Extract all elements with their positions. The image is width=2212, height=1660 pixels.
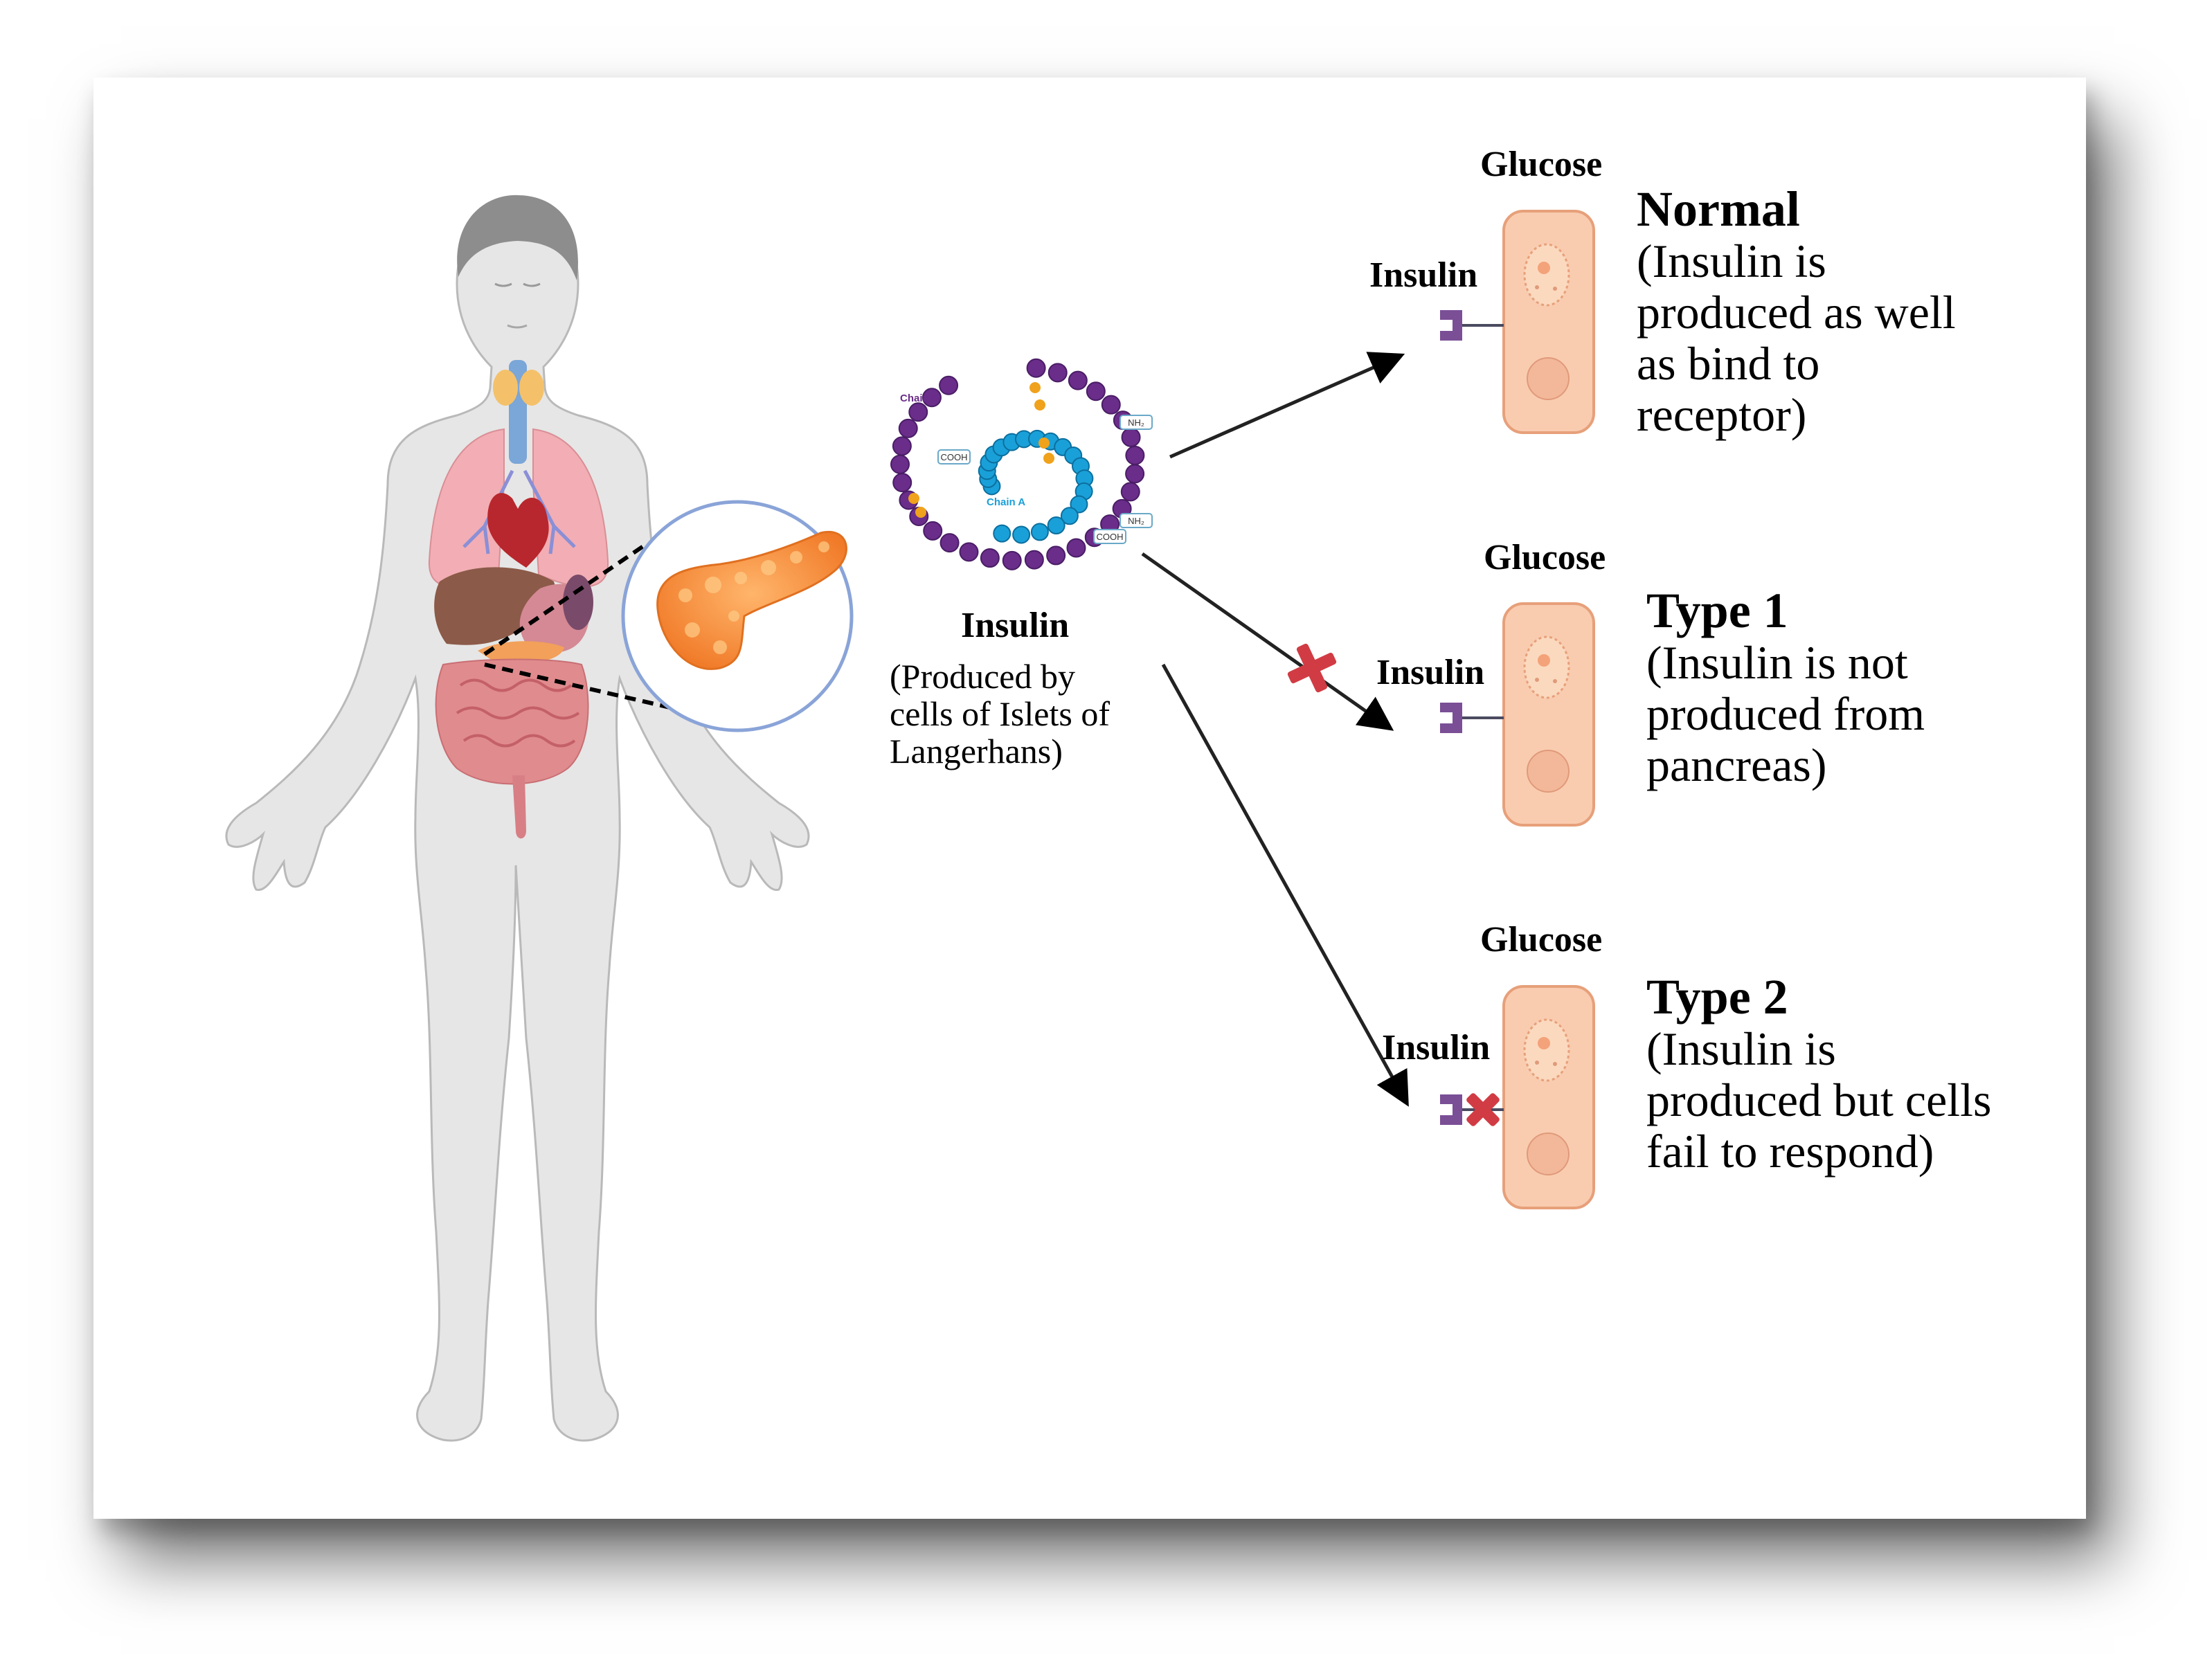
chain-a-residue bbox=[1012, 525, 1031, 544]
description-line: (Produced by bbox=[890, 657, 1075, 696]
description-line: produced as well bbox=[1637, 286, 1956, 339]
chain-b-residue bbox=[921, 388, 942, 408]
disulfide-bond bbox=[908, 493, 919, 504]
chain-b-residue bbox=[1125, 464, 1145, 484]
insulin-molecule: COOH COOH NH₂ NH₂ bbox=[890, 358, 1153, 570]
insulin-receptor-icon bbox=[1440, 1094, 1462, 1125]
type2-block-x-icon bbox=[1466, 1093, 1500, 1126]
heading-normal: Normal bbox=[1637, 181, 1800, 237]
description-line: (Insulin is not bbox=[1646, 636, 1908, 689]
glucose-label-type2: Glucose bbox=[1480, 920, 1603, 959]
svg-text:NH₂: NH₂ bbox=[1128, 516, 1144, 526]
chain-b-residue bbox=[1125, 445, 1145, 465]
chain-b-residue bbox=[1047, 363, 1068, 383]
heading-type2: Type 2 bbox=[1646, 969, 1788, 1025]
description-line: cells of Islets of bbox=[890, 694, 1110, 733]
chain-a-residue bbox=[1030, 523, 1049, 541]
chain-b-residue bbox=[1024, 550, 1044, 570]
cooh-tag: COOH bbox=[937, 449, 971, 464]
heading-type1: Type 1 bbox=[1646, 583, 1788, 638]
arrow-to-normal bbox=[1169, 352, 1405, 459]
chain-b-residue bbox=[923, 521, 943, 541]
disulfide-bond bbox=[1038, 437, 1050, 449]
target-cell bbox=[1440, 985, 1595, 1209]
insulin-center-description: (Produced by cells of Islets of Langerha… bbox=[890, 658, 1110, 770]
chain-b-residue bbox=[890, 454, 910, 474]
insulin-receptor-icon bbox=[1440, 703, 1462, 733]
insulin-receptor-icon bbox=[1440, 310, 1462, 341]
chain-a-residue bbox=[1070, 495, 1088, 514]
chain-b-residue bbox=[1026, 358, 1046, 378]
insulin-center-title: Insulin bbox=[961, 606, 1070, 645]
cooh-tag: COOH bbox=[1093, 529, 1126, 544]
chain-a-residue bbox=[993, 524, 1011, 543]
insulin-label-normal: Insulin bbox=[1369, 255, 1478, 295]
arrow-to-type2 bbox=[1161, 663, 1409, 1107]
chain-b-residue bbox=[959, 542, 979, 562]
cell-vesicle bbox=[1527, 1133, 1570, 1175]
chain-b-residue bbox=[980, 548, 1000, 568]
cell-nucleus bbox=[1523, 1018, 1570, 1082]
chain-b-residue bbox=[908, 402, 928, 422]
cell-nucleus bbox=[1523, 243, 1570, 307]
glucose-label-type1: Glucose bbox=[1484, 538, 1606, 577]
pancreas-zoom-circle bbox=[621, 500, 854, 732]
chain-b-label: Chain B bbox=[900, 393, 939, 404]
description-line: produced from bbox=[1646, 687, 1925, 740]
cell-vesicle bbox=[1527, 750, 1570, 793]
chain-b-residue bbox=[892, 436, 912, 456]
chain-b-residue bbox=[892, 473, 912, 493]
disulfide-bond bbox=[1029, 382, 1041, 393]
description-type1: (Insulin is not produced from pancreas) bbox=[1646, 637, 1925, 791]
chain-b-residue bbox=[1002, 550, 1022, 570]
description-line: Langerhans) bbox=[890, 732, 1063, 770]
cell-vesicle bbox=[1527, 357, 1570, 400]
nh2-tag: NH₂ bbox=[1120, 415, 1153, 430]
glucose-label-normal: Glucose bbox=[1480, 145, 1603, 184]
disulfide-bond bbox=[1043, 453, 1054, 464]
insulin-label-type2: Insulin bbox=[1382, 1028, 1491, 1067]
chain-b-residue bbox=[1121, 427, 1141, 447]
target-cell bbox=[1440, 602, 1595, 827]
description-line: produced but cells bbox=[1646, 1074, 1992, 1126]
chain-b-residue bbox=[1066, 538, 1086, 558]
svg-text:COOH: COOH bbox=[941, 452, 968, 462]
chain-b-residue bbox=[1101, 395, 1121, 415]
arrows bbox=[1141, 352, 1409, 1107]
svg-text:COOH: COOH bbox=[1097, 532, 1124, 542]
description-normal: (Insulin is produced as well as bind to … bbox=[1637, 235, 1956, 440]
arrow-to-type1 bbox=[1141, 552, 1394, 731]
svg-text:NH₂: NH₂ bbox=[1128, 417, 1144, 428]
insulin-label-type1: Insulin bbox=[1376, 653, 1485, 692]
disulfide-bond bbox=[915, 507, 926, 518]
chain-b-residue bbox=[1046, 545, 1066, 566]
description-line: (Insulin is bbox=[1646, 1022, 1836, 1075]
chain-b-residue bbox=[1120, 482, 1140, 502]
description-line: fail to respond) bbox=[1646, 1125, 1934, 1178]
chain-b-residue bbox=[1086, 381, 1106, 402]
description-type2: (Insulin is produced but cells fail to r… bbox=[1646, 1023, 1992, 1177]
chain-b-residue bbox=[939, 533, 960, 553]
chain-a-residue bbox=[1060, 507, 1079, 525]
nh2-tag: NH₂ bbox=[1120, 513, 1153, 528]
target-cell bbox=[1440, 210, 1595, 434]
description-line: receptor) bbox=[1637, 388, 1807, 441]
chain-a-label: Chain A bbox=[987, 496, 1026, 508]
chain-b-residue bbox=[939, 375, 959, 395]
chain-a-residue bbox=[1047, 516, 1065, 535]
cell-nucleus bbox=[1523, 635, 1570, 699]
human-body-illustration bbox=[225, 195, 810, 1442]
chain-b-residue bbox=[898, 418, 918, 438]
description-line: (Insulin is bbox=[1637, 235, 1826, 287]
type1-block-x-icon bbox=[1287, 643, 1337, 693]
chain-b-residue bbox=[1068, 370, 1088, 390]
disulfide-bond bbox=[1034, 399, 1045, 411]
cells-group bbox=[1440, 210, 1595, 1209]
description-line: as bind to bbox=[1637, 337, 1820, 390]
description-line: pancreas) bbox=[1646, 739, 1827, 791]
